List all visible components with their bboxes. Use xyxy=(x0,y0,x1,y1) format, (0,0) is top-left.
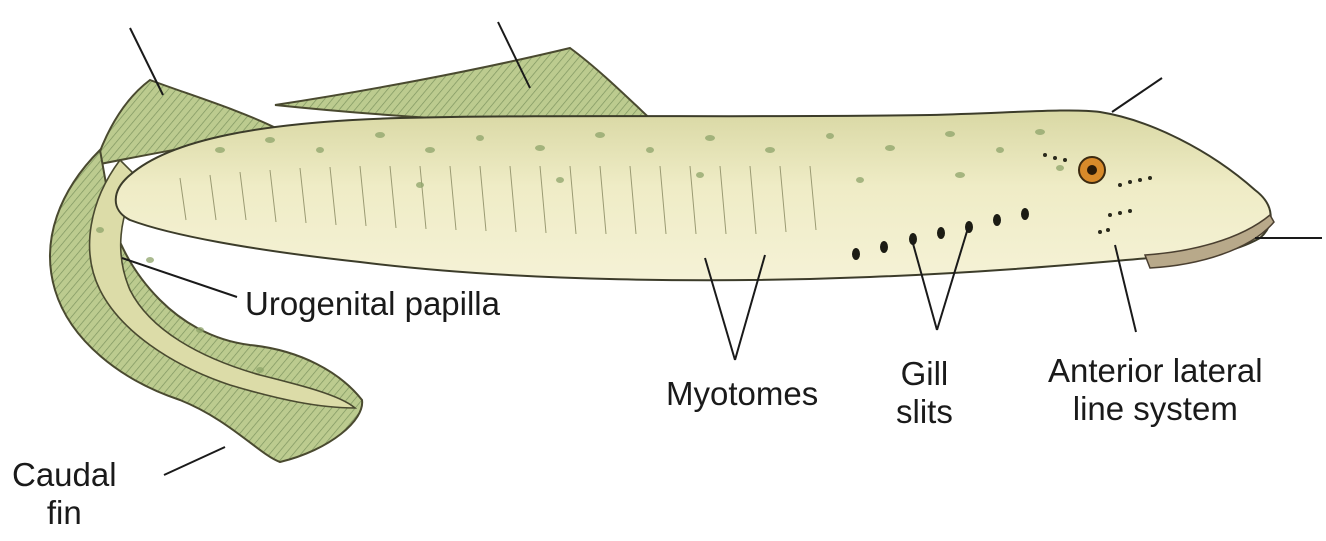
label-caudal-fin: Caudal fin xyxy=(12,456,117,532)
label-anterior-lateral-line-line2: line system xyxy=(1048,390,1263,428)
label-caudal-fin-line1: Caudal xyxy=(12,456,117,494)
label-anterior-lateral-line-line1: Anterior lateral xyxy=(1048,352,1263,390)
label-caudal-fin-line2: fin xyxy=(12,494,117,532)
label-gill-slits-line1: Gill xyxy=(896,355,953,393)
label-urogenital-papilla: Urogenital papilla xyxy=(245,285,500,323)
label-anterior-lateral-line: Anterior lateral line system xyxy=(1048,352,1263,428)
label-myotomes: Myotomes xyxy=(666,375,818,413)
label-gill-slits: Gill slits xyxy=(896,355,953,431)
lamprey-body xyxy=(116,110,1271,280)
label-gill-slits-line2: slits xyxy=(896,393,953,431)
